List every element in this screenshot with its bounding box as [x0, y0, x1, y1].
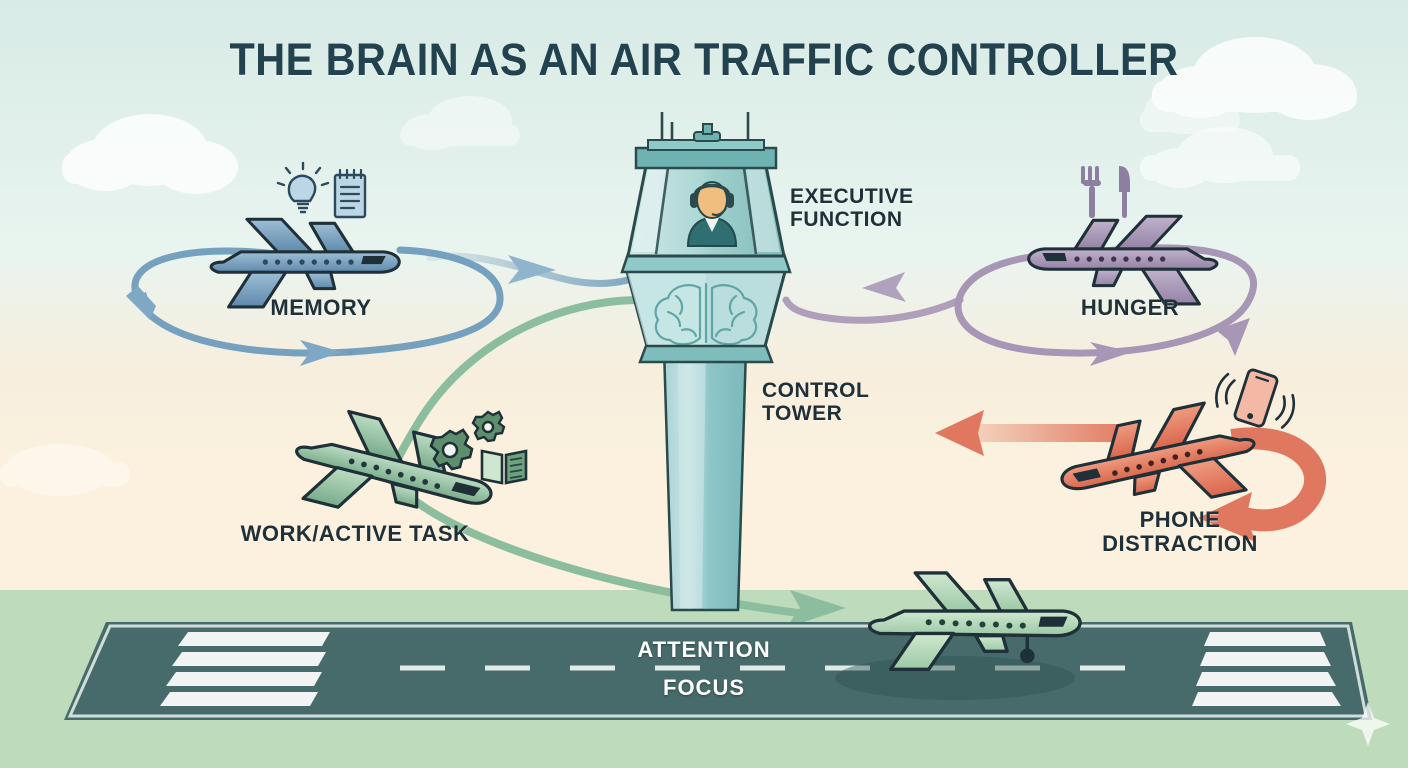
runway-threshold-left [160, 632, 330, 706]
control-tower [620, 112, 792, 612]
memory-path-arrow-bottom [300, 340, 342, 366]
cloud-icon [0, 444, 130, 496]
headset-controller-icon [686, 181, 738, 247]
lightbulb-icon [276, 161, 330, 214]
runway-threshold-right [1192, 632, 1341, 706]
cloud-icon [62, 114, 238, 194]
landing-plane [868, 571, 1082, 671]
tower-label-control-tower: CONTROL TOWER [762, 379, 870, 425]
node-label-distraction: PHONE DISTRACTION [1102, 507, 1258, 556]
cloud-icon [400, 96, 520, 150]
landing-gear-icon [1020, 635, 1035, 664]
distraction-reject-arrow [935, 410, 1130, 456]
work-path-arrow-runway [786, 590, 846, 628]
memory-plane [209, 217, 401, 309]
fork-icon [1081, 166, 1101, 218]
hunger-plane [1027, 214, 1219, 306]
distraction-plane [1060, 401, 1256, 499]
cloud-group [0, 37, 1357, 496]
memory-path-arrow-tower [508, 255, 556, 284]
node-label-work: WORK/ACTIVE TASK [240, 521, 470, 546]
tower-antenna-icon [660, 112, 750, 140]
memory-path-arrow-left [126, 286, 156, 320]
runway-label-focus: FOCUS [663, 675, 745, 700]
cloud-icon [1152, 37, 1357, 120]
work-plane [295, 409, 493, 509]
node-label-memory: MEMORY [270, 295, 372, 320]
gear-small-icon [471, 410, 506, 443]
radar-dish-icon [693, 123, 721, 142]
node-label-hunger: HUNGER [1080, 295, 1180, 320]
gear-icon [429, 428, 474, 471]
brain-icon [654, 282, 758, 346]
hunger-path-arrow-tower [862, 272, 906, 302]
knife-icon [1119, 166, 1130, 218]
cloud-icon [1140, 127, 1300, 188]
tower-label-executive-function: EXECUTIVE FUNCTION [790, 185, 914, 231]
notepad-icon [333, 168, 367, 219]
open-book-icon [480, 449, 528, 485]
runway-label-attention: ATTENTION [637, 637, 771, 662]
cloud-icon [1140, 86, 1240, 134]
hunger-path-arrow-bottom [1090, 342, 1132, 366]
cab-glass-mullions [654, 167, 758, 255]
distraction-go-around-arrow [1198, 427, 1327, 542]
vibrating-phone-icon [1215, 368, 1296, 429]
sparkle-icon [1346, 702, 1390, 746]
page-title: THE BRAIN AS AN AIR TRAFFIC CONTROLLER [229, 34, 1179, 85]
hunger-path-arrow-right [1216, 318, 1250, 356]
